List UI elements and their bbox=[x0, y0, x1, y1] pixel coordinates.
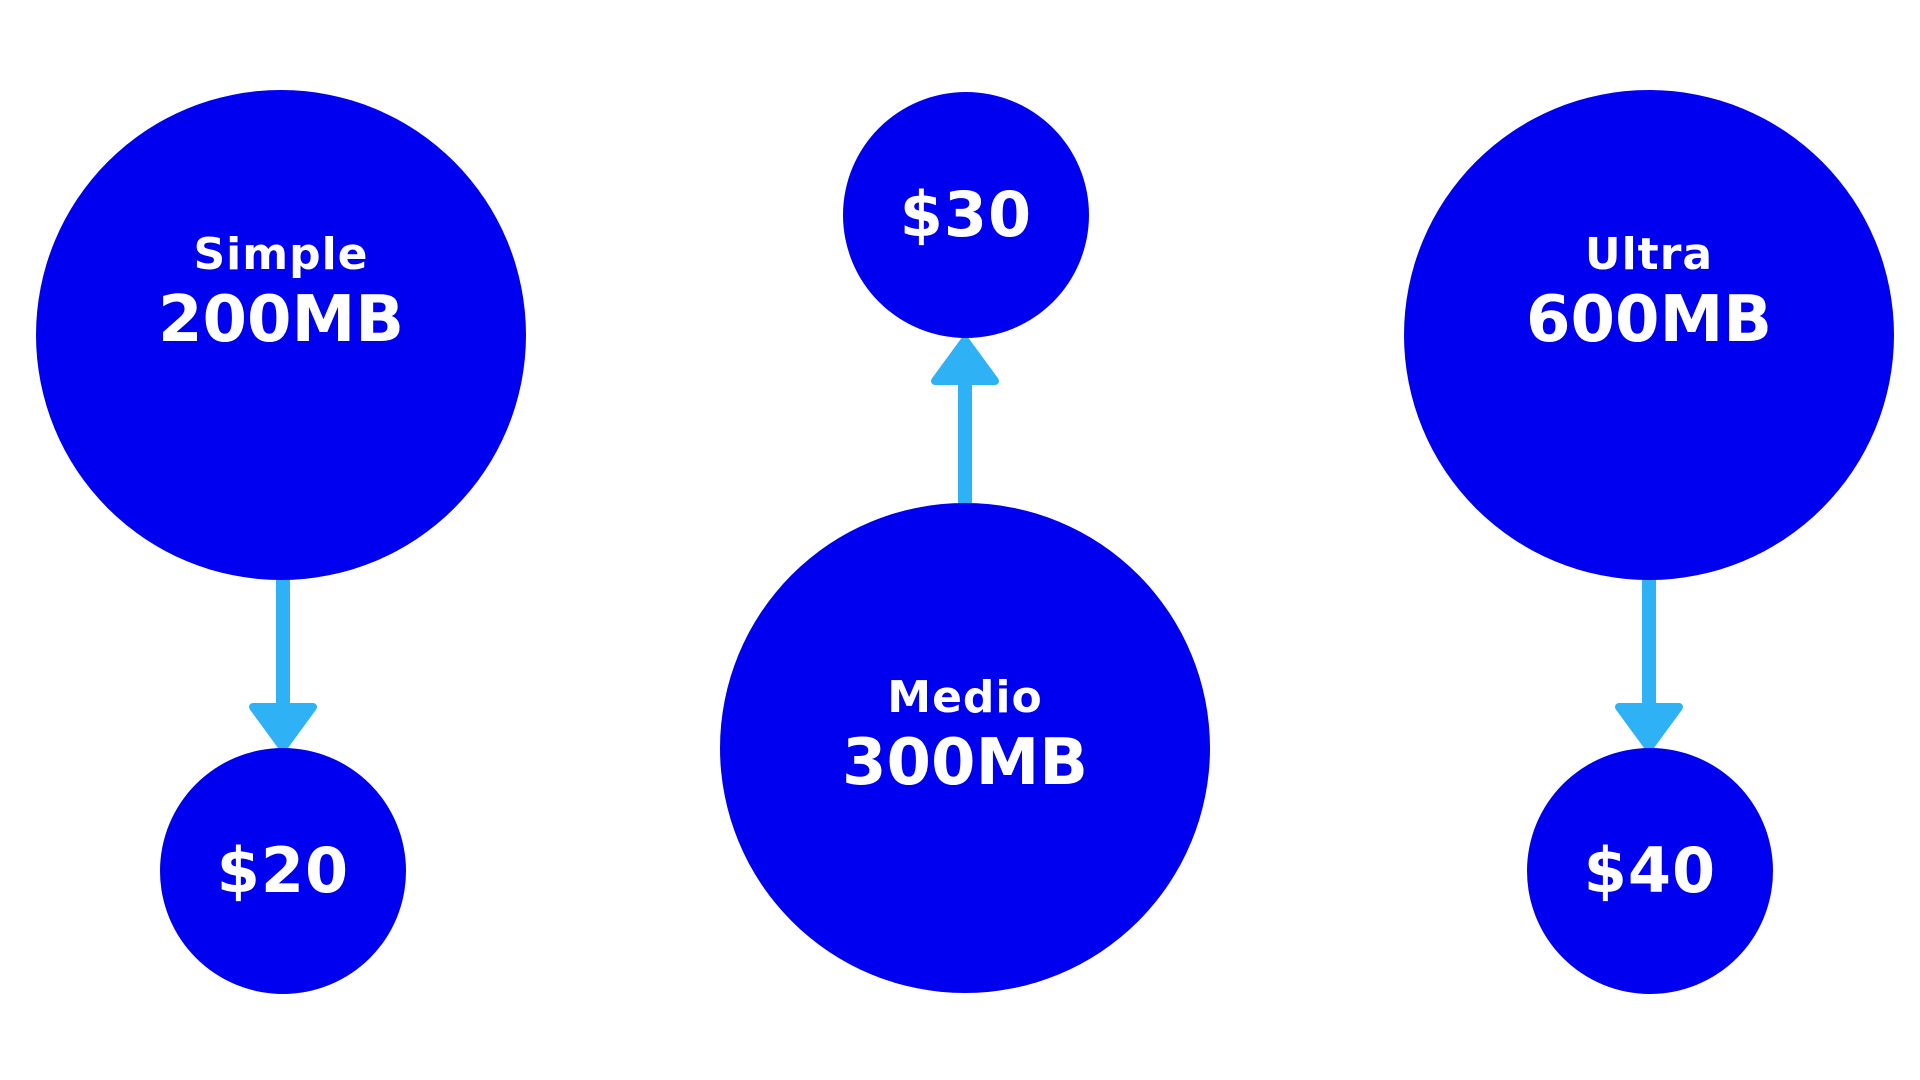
price-circle-ultra: $40 bbox=[1527, 748, 1773, 994]
plan-size: 200MB bbox=[157, 283, 405, 358]
arrow-simple-to-price bbox=[249, 578, 317, 752]
plan-price: $40 bbox=[1583, 834, 1717, 907]
plan-size: 600MB bbox=[1525, 283, 1773, 358]
plan-price: $20 bbox=[216, 834, 350, 907]
plan-name: Medio bbox=[887, 671, 1043, 723]
arrow-ultra-to-price bbox=[1615, 578, 1683, 752]
arrow-medio-to-price bbox=[931, 336, 999, 505]
plan-circle-medio: Medio 300MB bbox=[720, 503, 1210, 993]
plan-circle-simple: Simple 200MB bbox=[36, 90, 526, 580]
plan-name: Simple bbox=[193, 228, 369, 280]
plan-price: $30 bbox=[899, 178, 1033, 251]
plan-circle-ultra: Ultra 600MB bbox=[1404, 90, 1894, 580]
plan-size: 300MB bbox=[841, 726, 1089, 801]
price-circle-simple: $20 bbox=[160, 748, 406, 994]
plan-name: Ultra bbox=[1584, 228, 1714, 280]
price-circle-medio: $30 bbox=[843, 92, 1089, 338]
